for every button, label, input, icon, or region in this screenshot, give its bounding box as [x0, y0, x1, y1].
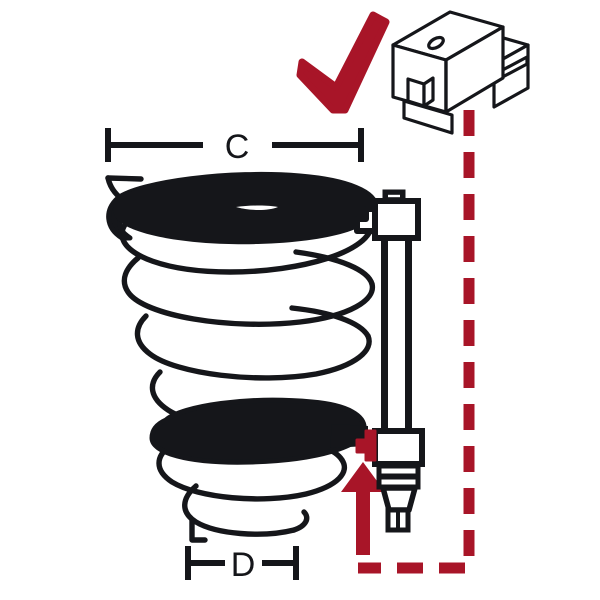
spring-compressor-tool: [354, 189, 425, 533]
check-mark-icon: [296, 11, 390, 114]
dimension-c-label: C: [225, 128, 250, 166]
spring-top-coil-highlight: [106, 171, 379, 245]
dimension-d: [185, 546, 299, 580]
up-arrow-icon: [341, 462, 385, 555]
dimension-c: [105, 128, 364, 162]
clamp-block-icon: [391, 10, 530, 135]
tool-lower-block: [372, 428, 425, 467]
spring-lower-coil-highlight: [149, 397, 368, 465]
tool-upper-hook: [354, 206, 378, 234]
tool-head-block: [372, 198, 421, 241]
lower-hook-highlight: [355, 429, 377, 462]
tool-rod-right: [405, 238, 412, 435]
dimension-d-label: D: [231, 546, 256, 584]
tool-rod-left: [381, 238, 388, 435]
